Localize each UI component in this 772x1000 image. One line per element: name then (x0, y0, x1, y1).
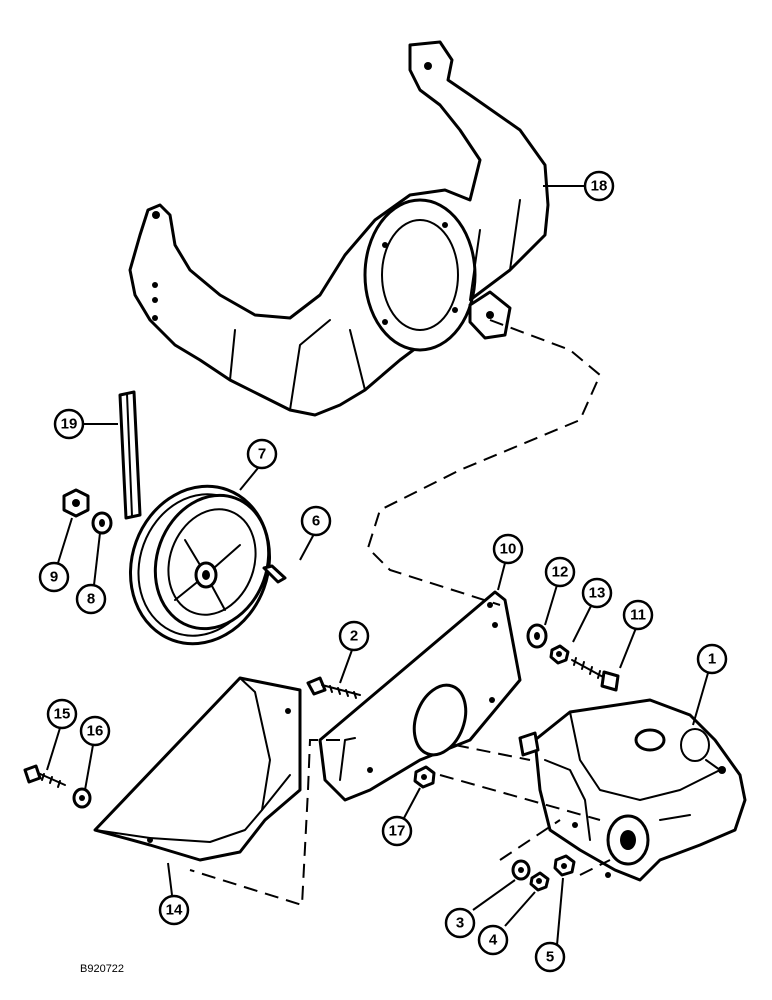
callout-5: 5 (534, 941, 566, 973)
nut-13-part (549, 644, 570, 665)
callout-13: 13 (581, 577, 613, 609)
svg-text:1: 1 (708, 651, 716, 668)
svg-text:6: 6 (312, 513, 320, 530)
reference-code: B920722 (80, 963, 124, 975)
svg-text:17: 17 (389, 823, 406, 840)
svg-text:16: 16 (87, 723, 104, 740)
callout-9: 9 (38, 561, 70, 593)
washer-3-part (511, 859, 531, 881)
callout-3: 3 (444, 907, 476, 939)
washer-8-part (91, 511, 113, 535)
callout-18: 18 (583, 170, 615, 202)
svg-text:5: 5 (546, 949, 554, 966)
nut-5-part (553, 854, 576, 877)
callout-11: 11 (622, 599, 654, 631)
svg-text:3: 3 (456, 915, 464, 932)
callout-17: 17 (381, 815, 413, 847)
callout-16: 16 (79, 715, 111, 747)
washer-12-part (526, 623, 548, 649)
key-part (262, 564, 287, 584)
callout-10: 10 (492, 533, 524, 565)
washer-16-part (72, 787, 92, 809)
leader-lines (46, 185, 709, 946)
svg-text:4: 4 (489, 932, 498, 949)
svg-text:12: 12 (552, 564, 569, 581)
callout-2: 2 (338, 620, 370, 652)
callout-7: 7 (246, 438, 278, 470)
svg-text:15: 15 (54, 706, 71, 723)
nut-9-part (62, 488, 90, 518)
callout-14: 14 (158, 894, 190, 926)
bolt-11-part (571, 657, 620, 692)
svg-text:18: 18 (591, 178, 608, 195)
mounting-plate-part (318, 590, 522, 802)
pulley-part (128, 484, 272, 646)
callout-15: 15 (46, 698, 78, 730)
callout-4: 4 (477, 924, 509, 956)
svg-text:8: 8 (87, 591, 95, 608)
callout-19: 19 (53, 408, 85, 440)
assembly-lines (189, 319, 611, 907)
shield-part (93, 676, 302, 862)
callout-6: 6 (300, 505, 332, 537)
svg-text:7: 7 (258, 446, 266, 463)
svg-text:13: 13 (589, 585, 606, 602)
svg-text:14: 14 (166, 902, 183, 919)
belt-part (118, 390, 142, 520)
callout-12: 12 (544, 556, 576, 588)
bolt-2-part (306, 676, 361, 699)
callout-1: 1 (696, 643, 728, 675)
bolt-15-part (23, 764, 66, 788)
nut-17-part (413, 765, 436, 789)
svg-text:19: 19 (61, 416, 78, 433)
svg-text:10: 10 (500, 541, 517, 558)
hydraulic-pump-part (518, 698, 747, 882)
svg-text:11: 11 (630, 607, 646, 624)
mounting-bracket-part (128, 40, 550, 417)
nut-4-part (529, 871, 550, 892)
callout-8: 8 (75, 583, 107, 615)
svg-text:9: 9 (50, 569, 58, 586)
svg-text:2: 2 (350, 628, 358, 645)
